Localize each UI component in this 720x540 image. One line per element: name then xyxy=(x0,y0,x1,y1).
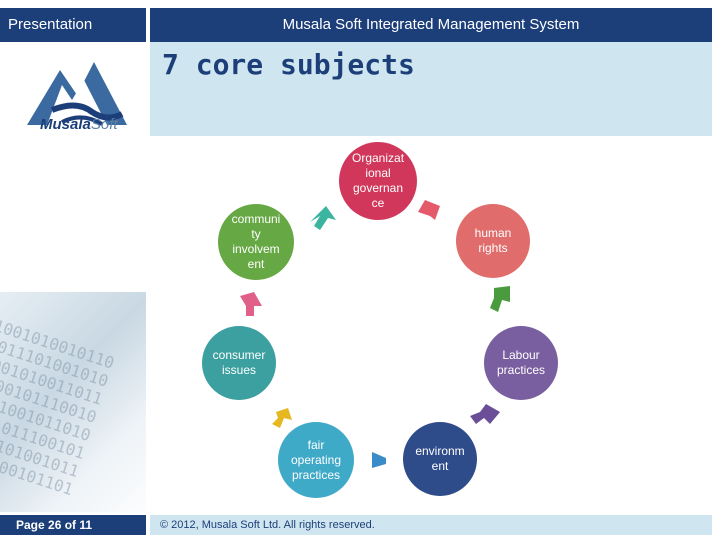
node-label: Organizat ional governan ce xyxy=(352,151,405,210)
node-labour-practices: Labour practices xyxy=(484,326,558,400)
diagram-area: Organizat ional governan ce human rights… xyxy=(150,136,712,512)
arrow-icon xyxy=(470,404,500,424)
node-human-rights: human rights xyxy=(456,204,530,278)
system-title: Musala Soft Integrated Management System xyxy=(150,8,712,42)
mountain-logo-icon xyxy=(27,62,127,126)
presentation-label: Presentation xyxy=(0,8,146,42)
node-label: communi ty involvem ent xyxy=(231,212,281,271)
node-label: consumer issues xyxy=(212,348,266,377)
slide-title: 7 core subjects xyxy=(162,48,415,81)
arrow-icon xyxy=(310,206,336,230)
node-label: Labour practices xyxy=(496,348,546,377)
node-community-involvement: communi ty involvem ent xyxy=(218,204,294,280)
arrow-icon xyxy=(240,292,262,316)
node-label: environm ent xyxy=(415,444,465,473)
logo-wordmark: MusalaSoft xyxy=(40,116,118,133)
copyright-text: © 2012, Musala Soft Ltd. All rights rese… xyxy=(150,515,712,535)
node-label: fair operating practices xyxy=(290,437,342,482)
binary-background xyxy=(0,292,146,512)
node-organizational-governance: Organizat ional governan ce xyxy=(339,142,417,220)
node-label: human rights xyxy=(474,226,512,255)
node-consumer-issues: consumer issues xyxy=(202,326,276,400)
arrow-icon xyxy=(372,452,386,468)
node-fair-operating-practices: fair operating practices xyxy=(278,422,354,498)
arrow-icon xyxy=(272,408,292,428)
title-band xyxy=(150,42,712,136)
node-environment: environm ent xyxy=(403,422,477,496)
arrow-icon xyxy=(490,286,510,312)
page-indicator: Page 26 of 11 xyxy=(0,515,146,535)
arrow-icon xyxy=(418,200,440,220)
